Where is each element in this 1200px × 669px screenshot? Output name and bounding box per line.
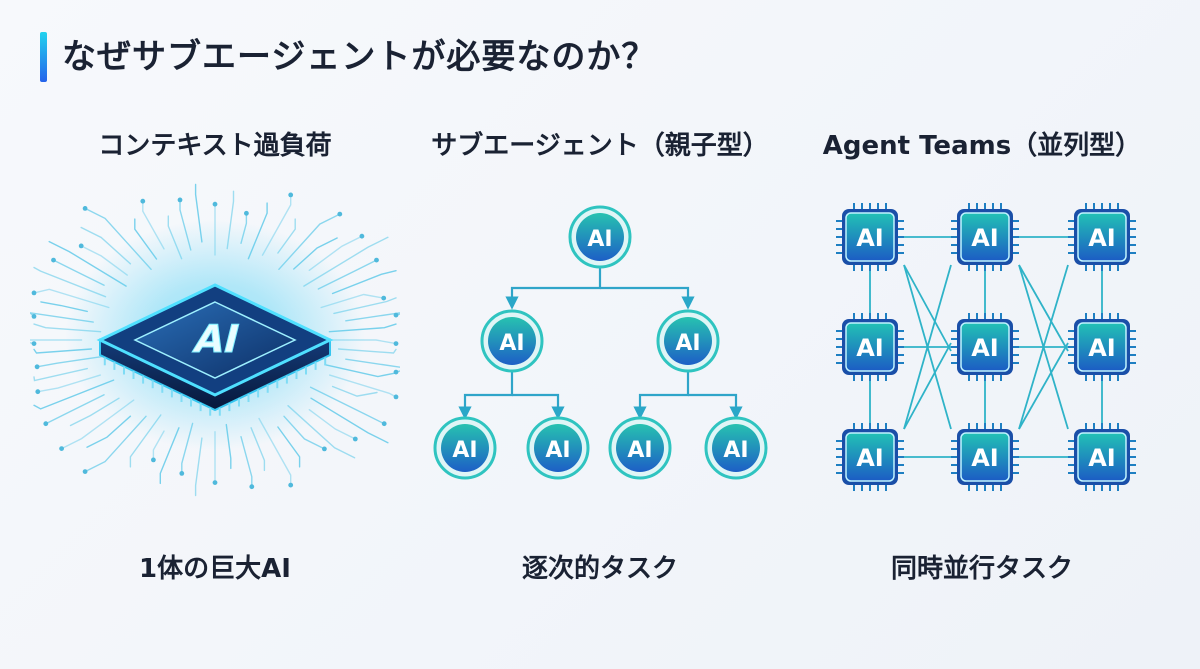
mesh-nodes: AI AI AI AI AI AI AI AI AI bbox=[836, 203, 1136, 491]
circuit-node bbox=[393, 394, 399, 400]
circuit-trace bbox=[345, 358, 400, 373]
caption-parallel: 同時並行タスク bbox=[890, 554, 1073, 584]
col-title-agent-teams: Agent Teams（並列型） bbox=[822, 131, 1142, 161]
circuit-node bbox=[151, 457, 156, 463]
mesh-link bbox=[1018, 264, 1069, 430]
node-label: AI bbox=[1088, 444, 1116, 472]
mesh-chip-node: AI bbox=[836, 313, 904, 381]
circuit-node bbox=[393, 369, 399, 375]
mesh-link bbox=[903, 264, 952, 352]
mesh-chip-node: AI bbox=[836, 423, 904, 491]
tree-node-leaf: AI bbox=[526, 416, 590, 480]
mesh-connections bbox=[869, 236, 1103, 458]
circuit-trace bbox=[30, 339, 83, 345]
title-accent-bar bbox=[40, 32, 47, 82]
circuit-node bbox=[212, 201, 218, 207]
node-label: AI bbox=[856, 334, 884, 362]
circuit-trace bbox=[310, 397, 389, 444]
mesh-link bbox=[903, 264, 952, 430]
node-label: AI bbox=[499, 331, 524, 356]
circuit-trace bbox=[277, 426, 301, 468]
circuit-trace bbox=[45, 394, 105, 425]
node-label: AI bbox=[452, 438, 477, 463]
col-title-subagent: サブエージェント（親子型） bbox=[431, 131, 769, 161]
circuit-node bbox=[34, 364, 40, 370]
mesh-network-icon: AI AI AI AI AI AI AI AI AI bbox=[836, 203, 1136, 491]
circuit-nodes bbox=[31, 192, 399, 490]
mesh-link bbox=[1018, 264, 1069, 352]
circuit-node bbox=[31, 290, 37, 296]
ai-chip-icon: AI bbox=[30, 183, 400, 497]
mesh-chip-node: AI bbox=[1068, 423, 1136, 491]
circuit-node bbox=[393, 341, 399, 346]
circuit-node bbox=[59, 446, 64, 451]
mesh-chip-node: AI bbox=[836, 203, 904, 271]
node-label: AI bbox=[856, 224, 884, 252]
hierarchy-icon: AI AI AI AI AI AI AI bbox=[433, 205, 768, 480]
mesh-chip-node: AI bbox=[951, 313, 1019, 381]
mesh-link bbox=[1018, 342, 1069, 430]
chip-pins bbox=[103, 357, 327, 416]
circuit-node bbox=[31, 314, 37, 319]
circuit-node bbox=[359, 233, 365, 239]
circuit-node bbox=[381, 295, 387, 301]
mesh-link bbox=[903, 342, 952, 430]
circuit-node bbox=[374, 257, 379, 263]
circuit-node bbox=[322, 446, 327, 452]
node-label: AI bbox=[1088, 334, 1116, 362]
circuit-node bbox=[249, 484, 255, 490]
circuit-node bbox=[381, 421, 387, 427]
circuit-node bbox=[140, 198, 146, 204]
node-label: AI bbox=[723, 438, 748, 463]
circuit-node bbox=[212, 480, 218, 485]
node-label: AI bbox=[545, 438, 570, 463]
tree-node-leaf: AI bbox=[433, 416, 497, 480]
circuit-trace bbox=[33, 367, 88, 382]
tree-connectors bbox=[458, 265, 743, 420]
tree-node-leaf: AI bbox=[608, 416, 672, 480]
tree-node-leaf: AI bbox=[704, 416, 768, 480]
circuit-node bbox=[82, 469, 88, 474]
caption-single-ai: 1体の巨大AI bbox=[139, 554, 291, 584]
mesh-chip-node: AI bbox=[1068, 203, 1136, 271]
node-label: AI bbox=[587, 227, 612, 252]
circuit-node bbox=[35, 389, 41, 395]
circuit-node bbox=[82, 206, 88, 211]
circuit-trace bbox=[84, 415, 147, 473]
circuit-node bbox=[352, 436, 358, 442]
mesh-chip-node: AI bbox=[951, 203, 1019, 271]
circuit-node bbox=[288, 482, 294, 488]
tree-node-mid-left: AI bbox=[480, 309, 544, 373]
page-title: なぜサブエージェントが必要なのか？ bbox=[62, 37, 657, 77]
caption-sequential: 逐次的タスク bbox=[521, 554, 678, 584]
circuit-node bbox=[288, 192, 294, 198]
circuit-node bbox=[244, 210, 249, 216]
circuit-trace bbox=[240, 436, 253, 488]
node-label: AI bbox=[856, 444, 884, 472]
tree-node-root: AI bbox=[568, 205, 632, 269]
circuit-node bbox=[51, 257, 56, 263]
node-label: AI bbox=[971, 334, 999, 362]
col-title-context-overload: コンテキスト過負荷 bbox=[98, 131, 332, 161]
node-label: AI bbox=[675, 331, 700, 356]
mesh-chip-node: AI bbox=[1068, 313, 1136, 381]
circuit-node bbox=[179, 471, 185, 476]
circuit-node bbox=[43, 421, 49, 427]
circuit-trace bbox=[194, 437, 203, 497]
tree-node-mid-right: AI bbox=[656, 309, 720, 373]
circuit-trace bbox=[345, 312, 400, 322]
circuit-node bbox=[393, 312, 399, 318]
node-label: AI bbox=[971, 444, 999, 472]
node-label: AI bbox=[627, 438, 652, 463]
circuit-node bbox=[177, 197, 183, 203]
circuit-node bbox=[31, 341, 37, 346]
node-label: AI bbox=[1088, 224, 1116, 252]
circuit-node bbox=[78, 243, 84, 249]
circuit-node bbox=[337, 211, 343, 217]
node-label: AI bbox=[971, 224, 999, 252]
mesh-chip-node: AI bbox=[951, 423, 1019, 491]
